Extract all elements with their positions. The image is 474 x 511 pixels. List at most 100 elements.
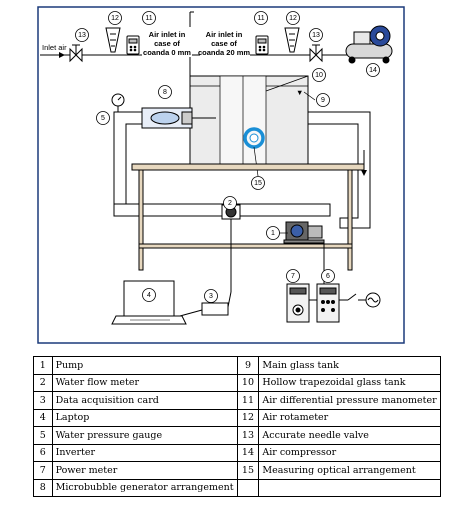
pump-icon	[283, 221, 325, 244]
water-pressure-gauge-icon	[111, 93, 125, 112]
legend-label-left: Power meter	[51, 461, 238, 480]
callout-circle	[251, 176, 265, 190]
callout-number: 13	[78, 32, 86, 39]
power-meter-icon	[286, 283, 310, 323]
legend-label-right: Hollow trapezoidal glass tank	[258, 373, 441, 392]
legend-number-left: 4	[33, 408, 53, 427]
optical-callout-leader	[253, 146, 259, 177]
inverter-icon	[316, 283, 340, 323]
air-compressor-icon	[345, 25, 393, 64]
legend-number-right: 14	[236, 443, 260, 462]
legend-label-right: Accurate needle valve	[258, 426, 441, 445]
laptop-icon	[111, 280, 187, 325]
legend-number-right: 13	[236, 426, 260, 445]
callout-number: 9	[321, 97, 325, 104]
legend-number-left: 3	[33, 391, 53, 410]
ac-source-icon	[365, 292, 381, 308]
legend-label-right	[258, 478, 441, 497]
tank-callout-leader-10	[265, 75, 309, 92]
air-inlet-0mm-line2: case of	[154, 39, 180, 48]
air-inlet-20mm-line1: Air inlet in	[206, 30, 243, 39]
legend-label-right: Air differential pressure manometer	[258, 391, 441, 410]
callout-circle	[312, 68, 326, 82]
tank-callout-leader-9	[303, 91, 316, 101]
air-inlet-20mm-line3: coanda 20 mm	[198, 48, 250, 57]
inlet-air-label: Inlet air	[42, 43, 67, 52]
legend-number-right: 15	[236, 461, 260, 480]
callout-number: 14	[369, 67, 377, 74]
legend-label-left: Inverter	[51, 443, 238, 462]
legend-label-left: Laptop	[51, 408, 238, 427]
callout-number: 13	[312, 32, 320, 39]
callout-number: 4	[147, 292, 151, 299]
callout-number: 6	[326, 273, 330, 280]
callout-number: 2	[228, 200, 232, 207]
callout-circle	[96, 111, 110, 125]
callout-number: 11	[257, 15, 264, 22]
callout-number: 7	[291, 273, 295, 280]
legend-number-right: 11	[236, 391, 260, 410]
callout-number: 12	[111, 15, 119, 22]
legend-label-right: Air compressor	[258, 443, 441, 462]
callout-number: 3	[209, 293, 213, 300]
main-glass-tank	[189, 75, 309, 165]
air-inlet-0mm-line1: Air inlet in	[149, 30, 186, 39]
callout-circle	[316, 93, 330, 107]
callout-circle	[223, 196, 237, 210]
callout-number: 10	[315, 72, 323, 79]
legend-label-right: Measuring optical arrangement	[258, 461, 441, 480]
callout-number: 11	[145, 15, 152, 22]
experimental-setup-diagram: ▼	[37, 6, 405, 344]
air-inlet-0mm-line3: coanda 0 mm	[143, 48, 191, 57]
legend-number-left: 1	[33, 356, 53, 375]
callout-circle	[321, 269, 335, 283]
legend-label-right: Air rotameter	[258, 408, 441, 427]
callout-circle	[142, 11, 156, 25]
callout-circle	[286, 11, 300, 25]
air-rotameter-right-icon	[284, 27, 300, 53]
microbubble-generator-icon	[141, 107, 216, 129]
legend-number-left: 7	[33, 461, 53, 480]
air-manometer-left-icon	[126, 35, 140, 55]
callout-circle	[366, 63, 380, 77]
callout-circle	[286, 269, 300, 283]
needle-valve-left-icon	[69, 44, 83, 63]
legend-label-left: Pump	[51, 356, 238, 375]
legend-number-right	[236, 478, 260, 497]
callout-circle	[158, 85, 172, 99]
legend-number-left: 2	[33, 373, 53, 392]
data-acquisition-card-icon	[179, 291, 232, 317]
legend-label-left: Microbubble generator arrangement	[51, 478, 238, 497]
callout-number: 5	[101, 115, 105, 122]
legend-label-left: Data acquisition card	[51, 391, 238, 410]
water-level-marker: ▼	[296, 88, 303, 97]
legend-number-left: 8	[33, 478, 53, 497]
legend-number-right: 12	[236, 408, 260, 427]
legend-number-left: 5	[33, 426, 53, 445]
air-rotameter-left-icon	[105, 27, 121, 53]
callout-circle	[254, 11, 268, 25]
legend-number-left: 6	[33, 443, 53, 462]
legend-label-left: Water flow meter	[51, 373, 238, 392]
callout-circle	[266, 226, 280, 240]
figure-frame	[37, 6, 405, 344]
air-manometer-right-icon	[255, 35, 269, 55]
callout-number: 15	[254, 180, 262, 187]
air-inlet-box-0mm	[142, 27, 192, 57]
air-inlet-20mm-line2: case of	[211, 39, 237, 48]
callout-circle	[204, 289, 218, 303]
legend-label-left: Water pressure gauge	[51, 426, 238, 445]
air-inlet-box-20mm	[200, 27, 250, 57]
legend-label-right: Main glass tank	[258, 356, 441, 375]
legend-number-right: 9	[236, 356, 260, 375]
callout-circle	[75, 28, 89, 42]
